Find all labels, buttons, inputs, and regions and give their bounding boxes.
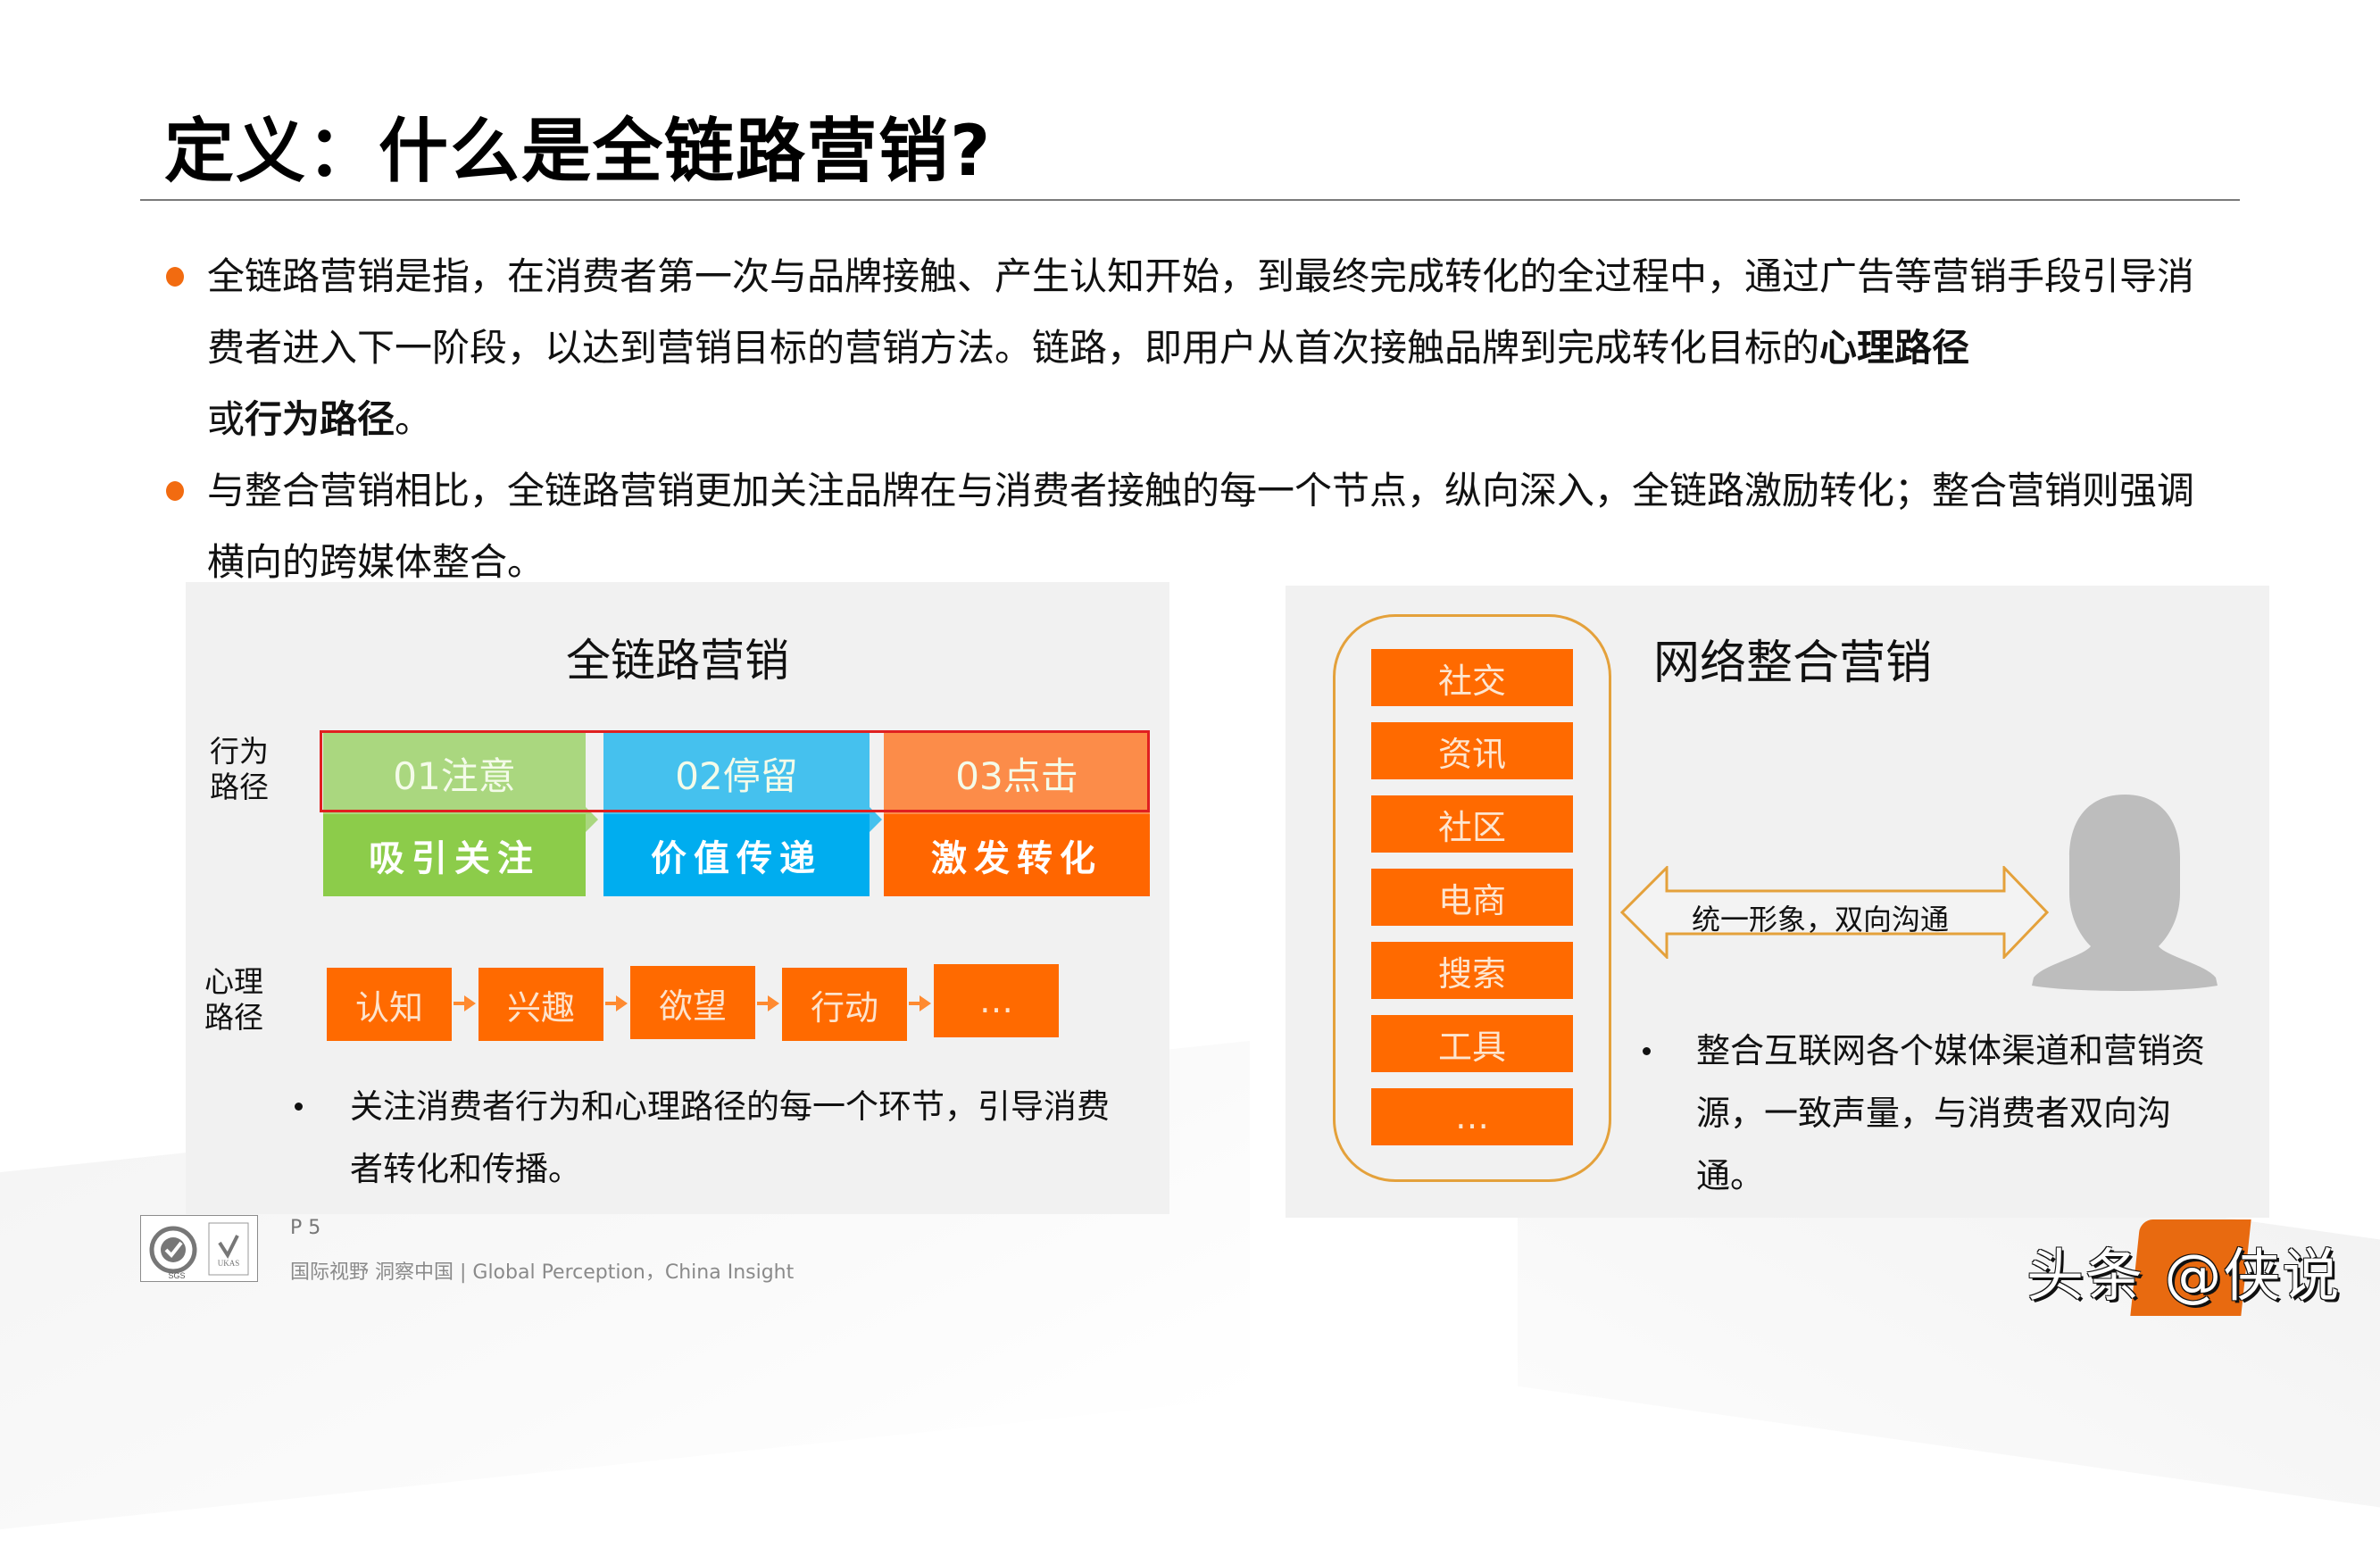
- bullet-dot-icon: [1643, 1047, 1651, 1055]
- double-arrow-icon: [1620, 866, 2049, 959]
- bullet-dot-icon: [166, 267, 184, 287]
- panel-title: 网络整合营销: [1653, 637, 1933, 690]
- arrow-stem: [757, 1002, 770, 1005]
- psychology-path-label: 心理 路径: [204, 964, 263, 1035]
- channel-social: 社交: [1371, 649, 1573, 706]
- footer-tagline: 国际视野 洞察中国 | Global Perception，China Insi…: [290, 1261, 795, 1284]
- behavior-stage-2: 02停留 价值传递: [603, 732, 870, 896]
- psy-step-action: 行动: [782, 968, 907, 1041]
- arrow-right-icon: [616, 995, 628, 1011]
- stage-step: 03点击: [884, 732, 1150, 814]
- page-number: P 5: [290, 1217, 321, 1239]
- stage-goal: 吸引关注: [323, 814, 586, 896]
- chevron-icon: [586, 807, 598, 832]
- left-panel-note: 关注消费者行为和心理路径的每一个环节，引导消费者转化和传播。: [295, 1076, 1136, 1201]
- channel-group-frame: [1333, 614, 1611, 1182]
- arrow-stem: [605, 1002, 618, 1005]
- right-panel-note: 整合互联网各个媒体渠道和营销资源，一致声量，与消费者双向沟通。: [1643, 1020, 2232, 1207]
- page-title: 定义：什么是全链路营销?: [164, 112, 993, 192]
- full-funnel-panel: 全链路营销 行为 路径 01注意 吸引关注 02停留 价值传递 03点击 激发转…: [186, 582, 1169, 1214]
- svg-text:UKAS: UKAS: [218, 1259, 240, 1268]
- arrow-right-icon: [920, 995, 931, 1011]
- channel-tools: 工具: [1371, 1015, 1573, 1072]
- bullet-dot-icon: [295, 1103, 303, 1111]
- arrow-stem: [909, 1002, 921, 1005]
- watermark-text: 头条 @侠说: [2026, 1244, 2342, 1310]
- arrow-right-icon: [768, 995, 779, 1011]
- arrow-label: 统一形象，双向沟通: [1692, 903, 1950, 936]
- arrow-right-icon: [464, 995, 476, 1011]
- chevron-icon: [870, 807, 882, 832]
- channel-more: …: [1371, 1088, 1573, 1145]
- panel-title: 全链路营销: [566, 635, 789, 687]
- stage-step: 01注意: [323, 732, 586, 814]
- bullet-comparison: 与整合营销相比，全链路营销更加关注品牌在与消费者接触的每一个节点，纵向深入，全链…: [166, 455, 2210, 598]
- channel-news: 资讯: [1371, 722, 1573, 779]
- svg-text:SGS: SGS: [168, 1271, 185, 1280]
- definition-bullets: 全链路营销是指，在消费者第一次与品牌接触、产生认知开始，到最终完成转化的全过程中…: [166, 241, 2210, 598]
- channel-community: 社区: [1371, 795, 1573, 853]
- psy-step-more: …: [934, 964, 1059, 1037]
- emphasis-psychology-path: 心理路径: [1819, 326, 1970, 370]
- psy-step-awareness: 认知: [327, 968, 452, 1041]
- behavior-path-label: 行为 路径: [210, 734, 269, 804]
- psy-step-interest: 兴趣: [478, 968, 603, 1041]
- emphasis-behavior-path: 行为路径: [245, 397, 395, 441]
- channel-search: 搜索: [1371, 942, 1573, 999]
- stage-goal: 激发转化: [884, 814, 1150, 896]
- bullet-dot-icon: [166, 481, 184, 501]
- behavior-stage-3: 03点击 激发转化: [884, 732, 1150, 896]
- stage-goal: 价值传递: [603, 814, 870, 896]
- behavior-stage-1: 01注意 吸引关注: [323, 732, 586, 896]
- channel-ecommerce: 电商: [1371, 869, 1573, 926]
- certification-logo: UKAS SGS: [140, 1215, 258, 1282]
- user-silhouette-icon: [2032, 795, 2218, 991]
- bullet-definition: 全链路营销是指，在消费者第一次与品牌接触、产生认知开始，到最终完成转化的全过程中…: [166, 241, 2210, 455]
- arrow-stem: [454, 1002, 466, 1005]
- stage-step: 02停留: [603, 732, 870, 814]
- title-divider: [140, 199, 2240, 201]
- psy-step-desire: 欲望: [630, 966, 755, 1039]
